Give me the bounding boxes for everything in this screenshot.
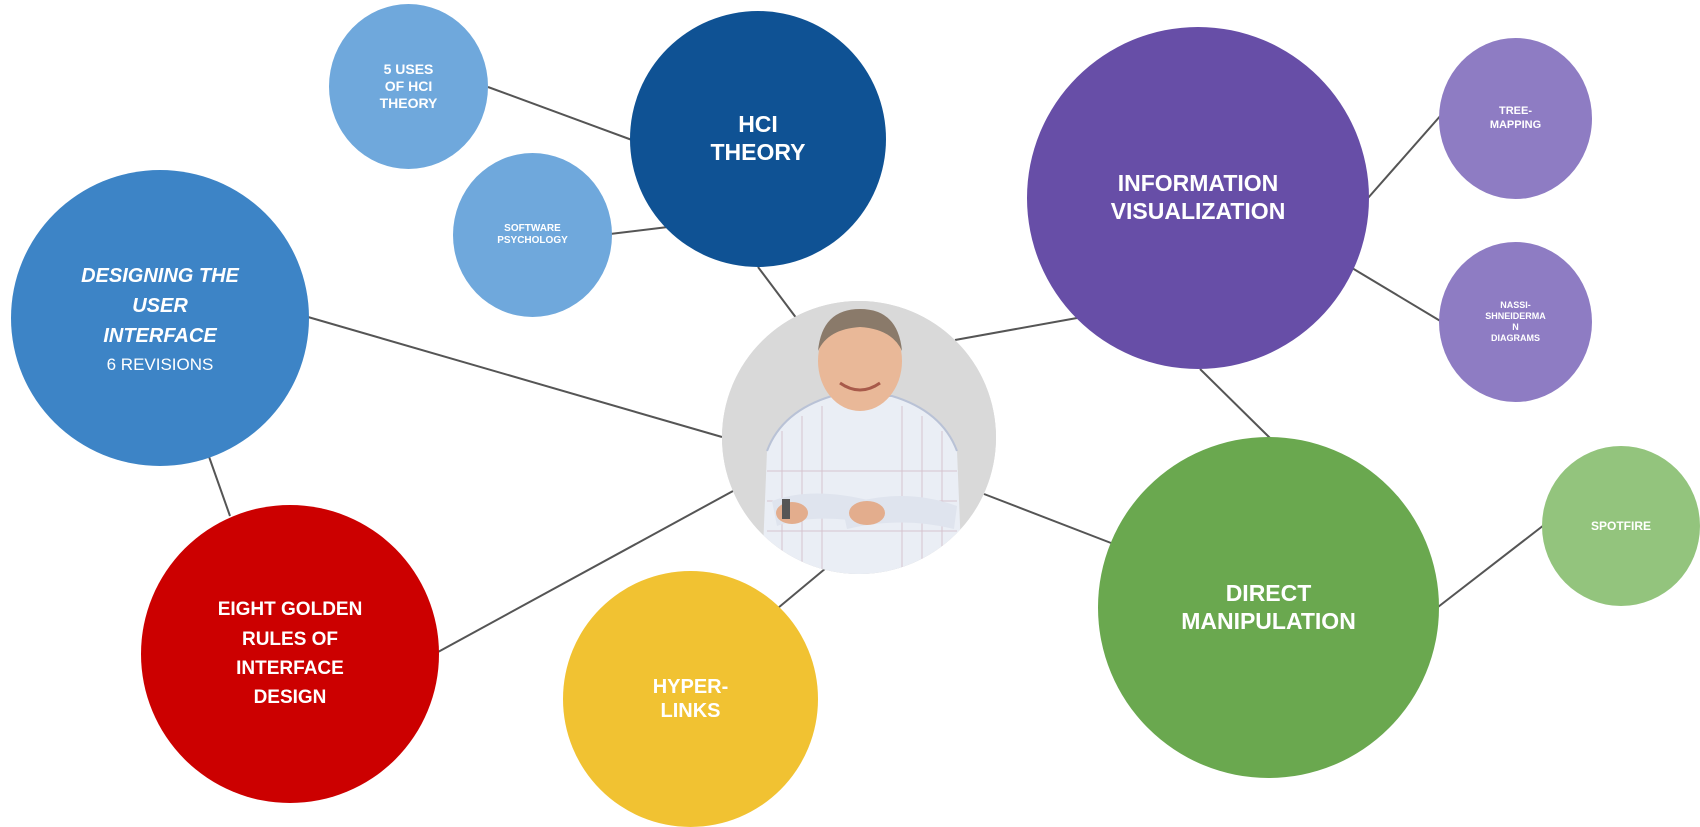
tree-mapping-node: TREE- MAPPING bbox=[1439, 38, 1592, 199]
link-info-nassi bbox=[1351, 267, 1443, 323]
link-uses-hci bbox=[487, 86, 633, 141]
link-photo-direct bbox=[983, 493, 1125, 549]
hyperlinks-node: HYPER- LINKS bbox=[563, 571, 818, 827]
software-psychology-label: SOFTWARE PSYCHOLOGY bbox=[497, 223, 568, 246]
spotfire-node: SPOTFIRE bbox=[1542, 446, 1700, 606]
hyperlinks-label: HYPER- LINKS bbox=[652, 676, 729, 722]
designing-ui-node: DESIGNING THE USER INTERFACE 6 REVISIONS bbox=[11, 170, 309, 466]
five-uses-label: 5 USES OF HCI THEORY bbox=[379, 61, 438, 111]
link-dui-photo bbox=[307, 316, 723, 438]
nassi-shneiderman-node: NASSI- SHNEIDERMA N DIAGRAMS bbox=[1439, 242, 1592, 402]
person-photo bbox=[722, 301, 996, 574]
information-visualization-node: INFORMATION VISUALIZATION bbox=[1027, 27, 1369, 369]
software-psychology-node: SOFTWARE PSYCHOLOGY bbox=[453, 153, 612, 317]
link-photo-info bbox=[954, 317, 1078, 341]
tree-mapping-label: TREE- MAPPING bbox=[1489, 105, 1542, 131]
eight-golden-rules-label: EIGHT GOLDEN RULES OF INTERFACE DESIGN bbox=[217, 599, 363, 709]
eight-golden-rules-node: EIGHT GOLDEN RULES OF INTERFACE DESIGN bbox=[141, 505, 439, 803]
link-info-direct bbox=[1199, 368, 1271, 439]
direct-manipulation-label: DIRECT MANIPULATION bbox=[1181, 579, 1356, 634]
link-info-tree bbox=[1367, 113, 1443, 199]
designing-ui-label: DESIGNING THE USER INTERFACE bbox=[81, 264, 239, 347]
nassi-shneiderman-label: NASSI- SHNEIDERMA N DIAGRAMS bbox=[1485, 300, 1546, 343]
link-hyper-photo bbox=[777, 567, 827, 609]
link-direct-spot bbox=[1437, 524, 1545, 608]
five-uses-node: 5 USES OF HCI THEORY bbox=[329, 4, 488, 169]
information-visualization-label: INFORMATION VISUALIZATION bbox=[1110, 170, 1286, 224]
link-soft-hci bbox=[609, 226, 669, 235]
hci-theory-node: HCI THEORY bbox=[630, 11, 886, 267]
link-hci-photo bbox=[757, 266, 801, 324]
person-photo-icon bbox=[722, 301, 996, 574]
spotfire-label: SPOTFIRE bbox=[1590, 518, 1651, 533]
direct-manipulation-node: DIRECT MANIPULATION bbox=[1098, 437, 1439, 778]
designing-ui-revisions: 6 REVISIONS bbox=[106, 354, 214, 374]
hci-theory-label: HCI THEORY bbox=[710, 111, 806, 165]
link-eight-photo bbox=[437, 490, 734, 653]
link-dui-eight bbox=[206, 450, 231, 517]
